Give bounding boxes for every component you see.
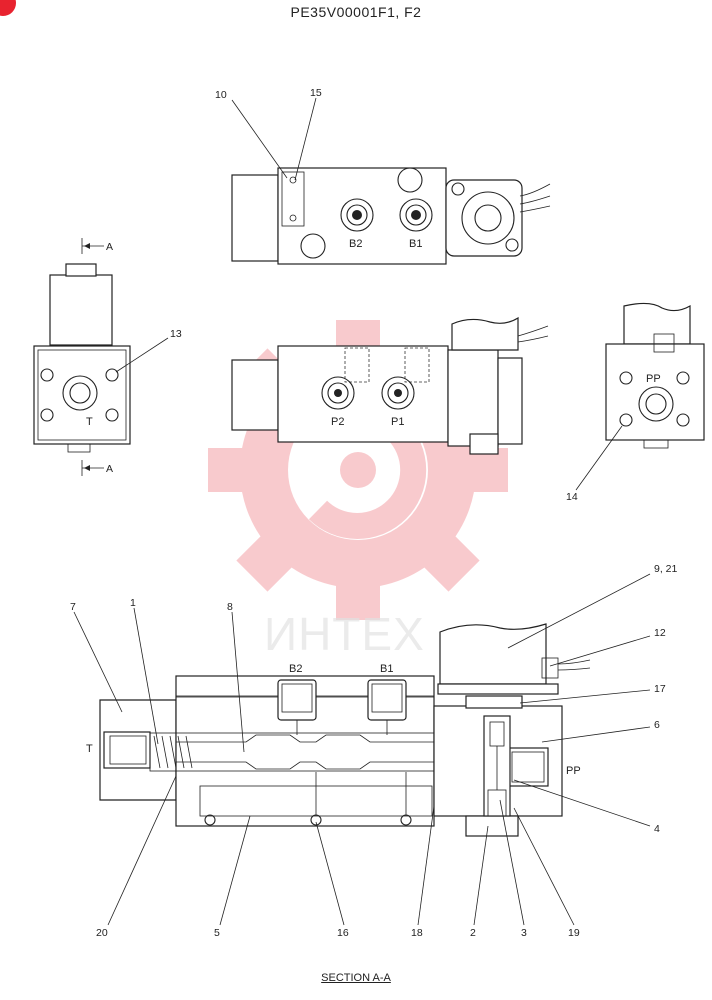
left-side-view: T [33, 263, 131, 453]
part-number-20: 20 [96, 927, 108, 939]
front-port-p1 [381, 376, 415, 410]
part-number-10: 10 [215, 89, 227, 101]
top-view: B2 B1 [231, 167, 551, 265]
top-label-b1: B1 [409, 238, 422, 250]
corner-logo-mark [0, 0, 16, 16]
side-label-t: T [86, 416, 93, 428]
section-marker-bottom: A [106, 463, 113, 475]
right-label-pp: PP [646, 373, 661, 385]
part-number-9-21: 9, 21 [654, 563, 678, 575]
part-number-5: 5 [214, 927, 220, 939]
section-label-t: T [86, 743, 93, 755]
part-number-14: 14 [566, 491, 578, 503]
front-label-p1: P1 [391, 416, 404, 428]
part-number-17: 17 [654, 683, 666, 695]
section-label-pp: PP [566, 765, 581, 777]
front-label-p2: P2 [331, 416, 344, 428]
part-number-7: 7 [70, 601, 76, 613]
part-number-15: 15 [310, 87, 322, 99]
top-port-b1 [399, 198, 433, 232]
part-number-13: 13 [170, 328, 182, 340]
part-number-8: 8 [227, 601, 233, 613]
part-number-19: 19 [568, 927, 580, 939]
right-view: PP [605, 302, 705, 449]
part-number-12: 12 [654, 627, 666, 639]
section-caption: SECTION A-A [0, 972, 712, 984]
section-label-b1: B1 [380, 663, 393, 675]
section-marker-top: A [106, 241, 113, 253]
top-port-b2 [340, 198, 374, 232]
front-port-p2 [321, 376, 355, 410]
drawing-title: PE35V00001F1, F2 [290, 4, 422, 20]
part-number-18: 18 [411, 927, 423, 939]
section-label-b2: B2 [289, 663, 302, 675]
section-port-b2 [277, 679, 317, 735]
watermark-text: ИНТЕХ [264, 608, 425, 660]
part-number-4: 4 [654, 823, 660, 835]
part-number-3: 3 [521, 927, 527, 939]
section-port-b1 [367, 679, 407, 735]
section-caption-text: SECTION A-A [321, 972, 391, 984]
part-number-16: 16 [337, 927, 349, 939]
top-label-b2: B2 [349, 238, 362, 250]
part-number-2: 2 [470, 927, 476, 939]
part-number-1: 1 [130, 597, 136, 609]
front-view: P2 P1 [231, 316, 549, 455]
part-number-6: 6 [654, 719, 660, 731]
section-a-a: T B2 B1 PP [86, 623, 591, 837]
